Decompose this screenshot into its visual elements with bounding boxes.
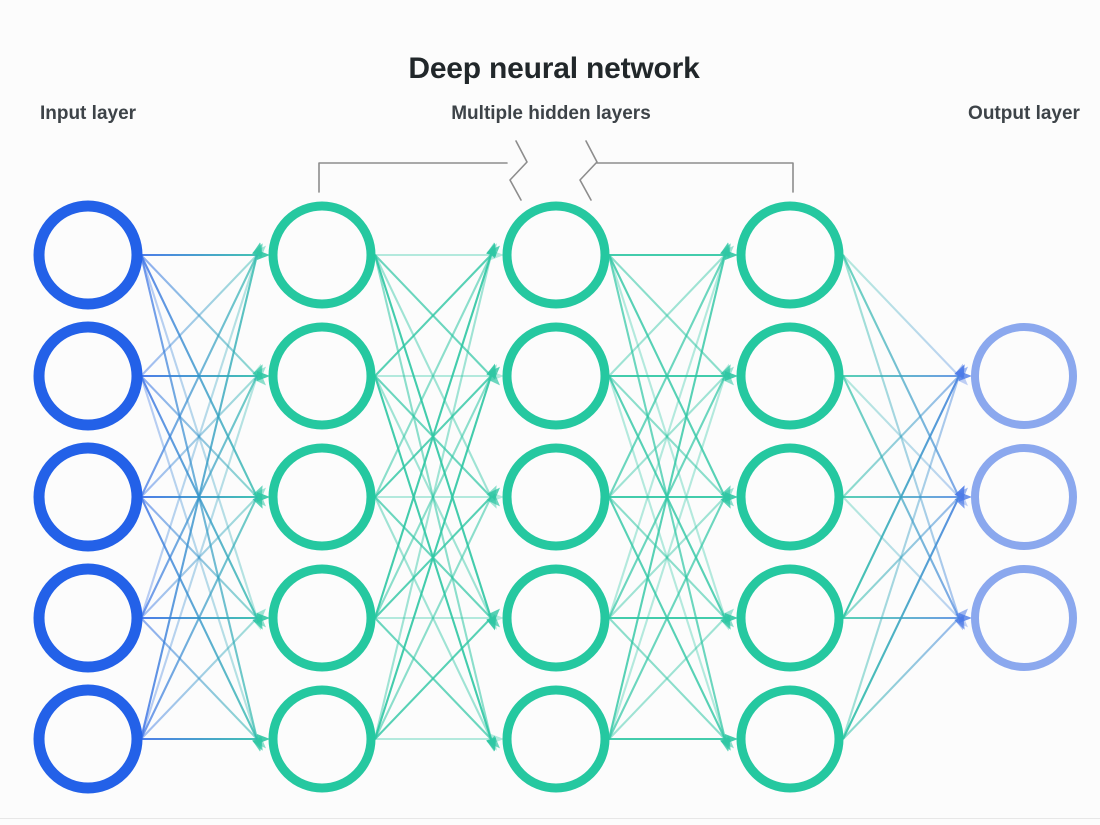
edge-hidden-layer-2-to-hidden-layer-3: [608, 487, 734, 619]
hidden-layer-2-node-3: [502, 443, 610, 551]
bracket-segment: [318, 162, 508, 193]
edge-hidden-layer-3-to-output-layer: [842, 485, 965, 740]
edge-hidden-layer-2-to-hidden-layer-3: [608, 485, 731, 740]
nodes-group: [33, 200, 1077, 794]
edge-hidden-layer-3-to-output-layer: [841, 363, 964, 740]
input-layer-node-1: [33, 200, 143, 310]
edge-hidden-layer-2-to-hidden-layer-3: [608, 366, 734, 498]
edge-hidden-layer-1-to-hidden-layer-2: [374, 245, 500, 377]
edge-input-layer-to-hidden-layer-1: [140, 608, 266, 740]
hidden-layer-1-node-2: [268, 322, 376, 430]
edge-input-layer-to-hidden-layer-1: [139, 363, 262, 740]
edge-hidden-layer-1-to-hidden-layer-2: [374, 364, 497, 619]
diagram-title: Deep neural network: [408, 52, 700, 85]
hidden-layer-3-node-2: [736, 322, 844, 430]
edge-hidden-layer-3-to-output-layer: [842, 364, 965, 619]
bracket-segment: [579, 140, 598, 201]
hidden-layer-1-node-3: [268, 443, 376, 551]
edge-hidden-layer-2-to-hidden-layer-3: [607, 242, 730, 740]
bracket-segment: [509, 140, 528, 201]
output-layer-node-2: [971, 444, 1077, 550]
edge-hidden-layer-1-to-hidden-layer-2: [374, 243, 497, 498]
hidden-layer-2-node-5: [502, 685, 610, 793]
edge-hidden-layer-1-to-hidden-layer-2: [374, 608, 500, 740]
hidden-layers-bracket: [318, 140, 794, 201]
edge-hidden-layer-2-to-hidden-layer-3: [608, 375, 734, 507]
edge-hidden-layer-2-to-hidden-layer-3: [608, 254, 734, 386]
edge-hidden-layer-2-to-hidden-layer-3: [608, 245, 734, 377]
hidden-layer-2-node-4: [502, 564, 610, 672]
hidden-layer-1-node-5: [268, 685, 376, 793]
edges-group: [139, 242, 972, 752]
output-layer-label: Output layer: [968, 103, 1080, 124]
input-layer-node-2: [33, 321, 143, 431]
edge-hidden-layer-1-to-hidden-layer-2: [373, 242, 496, 740]
hidden-layer-1-node-4: [268, 564, 376, 672]
hidden-layer-2-node-2: [502, 322, 610, 430]
output-layer-node-3: [971, 565, 1077, 671]
input-layer-node-4: [33, 563, 143, 673]
input-layer-node-5: [33, 684, 143, 794]
edge-hidden-layer-2-to-hidden-layer-3: [607, 242, 730, 619]
hidden-layer-3-node-5: [736, 685, 844, 793]
hidden-layers-label: Multiple hidden layers: [451, 103, 651, 124]
edge-input-layer-to-hidden-layer-1: [139, 242, 262, 740]
edge-hidden-layer-2-to-hidden-layer-3: [607, 363, 730, 740]
edge-input-layer-to-hidden-layer-1: [140, 485, 263, 740]
output-layer-node-1: [971, 323, 1077, 429]
edge-input-layer-to-hidden-layer-1: [140, 243, 263, 498]
edge-hidden-layer-3-to-output-layer: [842, 366, 968, 498]
edge-hidden-layer-2-to-hidden-layer-3: [608, 496, 734, 628]
hidden-layer-3-node-4: [736, 564, 844, 672]
bottom-divider: [0, 818, 1100, 819]
hidden-layer-2-node-1: [502, 201, 610, 309]
edge-hidden-layer-2-to-hidden-layer-3: [608, 608, 734, 740]
hidden-layer-3-node-1: [736, 201, 844, 309]
edge-hidden-layer-1-to-hidden-layer-2: [373, 242, 496, 619]
edge-input-layer-to-hidden-layer-1: [140, 245, 266, 377]
edge-hidden-layer-1-to-hidden-layer-2: [373, 363, 496, 740]
bracket-segment: [596, 162, 794, 193]
edge-hidden-layer-3-to-output-layer: [842, 608, 968, 740]
edge-hidden-layer-2-to-hidden-layer-3: [608, 617, 734, 749]
input-layer-node-3: [33, 442, 143, 552]
edge-input-layer-to-hidden-layer-1: [139, 242, 262, 619]
hidden-layer-3-node-3: [736, 443, 844, 551]
hidden-layer-1-node-1: [268, 201, 376, 309]
input-layer-label: Input layer: [39, 103, 137, 124]
edge-hidden-layer-3-to-output-layer: [842, 254, 968, 386]
edge-hidden-layer-2-to-hidden-layer-3: [608, 243, 731, 498]
edge-hidden-layer-1-to-hidden-layer-2: [374, 485, 497, 740]
